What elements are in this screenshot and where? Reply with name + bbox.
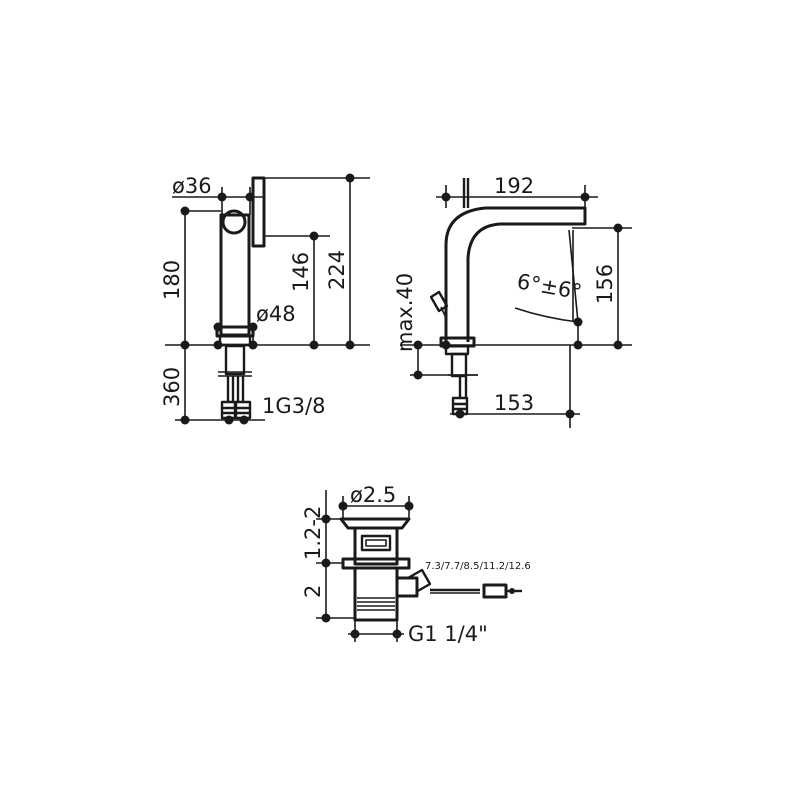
dim-waste-diameter: ø2.5 xyxy=(350,483,396,507)
waste-body xyxy=(353,526,399,566)
dim-hose-length: 360 xyxy=(160,367,184,407)
threaded-shank xyxy=(224,344,246,376)
waste-view: 7.3/7.7/8.5/11.2/12.6 ø2.5 1.2-2 2 G1 1/… xyxy=(301,483,531,646)
dim-total-height: 224 xyxy=(325,250,349,290)
dim-base-diameter: ø48 xyxy=(256,302,296,326)
dim-connection: 1G3/8 xyxy=(262,394,325,418)
side-lever-handle xyxy=(429,290,449,313)
dim-waste-height: 2 xyxy=(301,585,325,598)
waste-cap xyxy=(339,517,411,530)
side-view: 192 156 max.40 6°±6° 153 xyxy=(393,174,632,428)
dim-max-thickness: max.40 xyxy=(393,273,417,352)
front-view: ø36 224 146 180 ø48 360 1 xyxy=(160,173,370,425)
dim-spout-reach: 192 xyxy=(494,174,534,198)
dim-spout-height: 156 xyxy=(593,264,617,304)
dim-waste-lift: 1.2-2 xyxy=(301,506,325,560)
dim-waste-thread: G1 1/4" xyxy=(408,622,488,646)
dim-base-reach: 153 xyxy=(494,391,534,415)
side-shank xyxy=(450,352,468,378)
hose-fitting-right xyxy=(234,400,252,420)
faucet-lever xyxy=(251,176,266,248)
spout-body xyxy=(444,206,587,342)
dim-height: 180 xyxy=(160,260,184,300)
water-stream-arc xyxy=(514,307,579,323)
waste-thread xyxy=(353,566,399,622)
dim-lever-height: 146 xyxy=(289,252,313,292)
dim-rod-lengths: 7.3/7.7/8.5/11.2/12.6 xyxy=(425,561,531,572)
dim-top-diameter: ø36 xyxy=(172,174,212,198)
handle-knob xyxy=(221,209,247,235)
rod-clamp xyxy=(482,583,508,599)
waste-side-connector xyxy=(395,576,419,598)
